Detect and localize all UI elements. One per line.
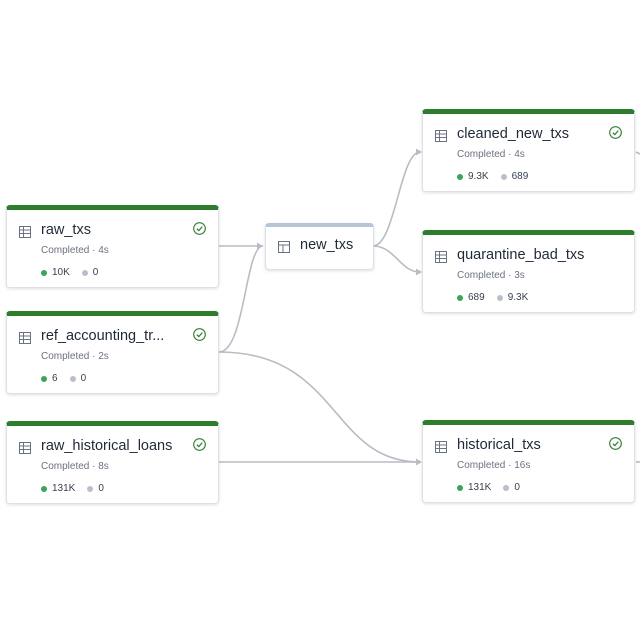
node-stats: 131K 0 <box>41 483 116 494</box>
written-rows-count: 131K <box>52 483 76 494</box>
success-check-icon <box>609 437 622 450</box>
table-icon <box>435 441 447 453</box>
edge-ref-to-new-txs <box>218 245 264 353</box>
node-stats: 689 9.3K <box>457 292 540 303</box>
written-rows-count: 9.3K <box>468 171 489 182</box>
node-stats: 9.3K 689 <box>457 171 540 182</box>
node-title: raw_txs <box>41 222 91 238</box>
written-rows-count: 689 <box>468 292 485 303</box>
success-check-icon <box>609 126 622 139</box>
table-icon <box>435 251 447 263</box>
dropped-rows-dot <box>87 485 94 492</box>
node-title: ref_accounting_tr... <box>41 328 165 344</box>
table-icon <box>19 226 31 238</box>
node-quarantine-bad-txs[interactable]: quarantine_bad_txs Completed · 3s 689 9.… <box>422 230 635 313</box>
arrow-new-txs-in <box>257 242 263 250</box>
node-title: historical_txs <box>457 437 541 453</box>
node-status: Completed · 2s <box>41 351 109 362</box>
node-cleaned-new-txs[interactable]: cleaned_new_txs Completed · 4s 9.3K 689 <box>422 109 635 192</box>
dropped-rows-count: 0 <box>514 482 520 493</box>
edge-new-txs-to-quarantine <box>372 245 421 273</box>
written-rows-count: 6 <box>52 373 58 384</box>
node-ref-accounting[interactable]: ref_accounting_tr... Completed · 2s 6 0 <box>6 311 219 394</box>
node-raw-historical-loans[interactable]: raw_historical_loans Completed · 8s 131K… <box>6 421 219 504</box>
node-title: quarantine_bad_txs <box>457 247 585 263</box>
edge-new-txs-to-cleaned <box>372 151 421 247</box>
written-rows-dot <box>457 294 463 301</box>
table-icon <box>19 442 31 454</box>
edge-ref-to-historical <box>218 351 421 463</box>
dropped-rows-count: 0 <box>92 267 99 278</box>
success-check-icon <box>193 438 206 451</box>
node-status: Completed · 16s <box>457 460 531 471</box>
node-status: Completed · 4s <box>41 245 109 256</box>
table-icon <box>435 130 447 142</box>
dropped-rows-count: 0 <box>98 483 104 494</box>
dropped-rows-dot <box>81 269 88 276</box>
node-raw-txs[interactable]: raw_txs Completed · 4s 10K 0 <box>6 205 219 288</box>
node-new-txs[interactable]: new_txs <box>265 223 374 270</box>
dropped-rows-count: 689 <box>511 171 529 182</box>
success-check-icon <box>193 222 206 235</box>
node-stats: 131K 0 <box>457 482 532 493</box>
written-rows-dot <box>457 484 463 491</box>
node-historical-txs[interactable]: historical_txs Completed · 16s 131K 0 <box>422 420 635 503</box>
dropped-rows-dot <box>496 294 503 301</box>
edge-cleaned-out <box>635 151 640 155</box>
dropped-rows-count: 9.3K <box>507 292 529 303</box>
success-check-icon <box>193 328 206 341</box>
node-stats: 6 0 <box>41 373 98 384</box>
table-icon <box>19 332 31 344</box>
written-rows-dot <box>41 375 47 382</box>
node-status: Completed · 4s <box>457 149 525 160</box>
node-status: Completed · 8s <box>41 461 109 472</box>
dropped-rows-dot <box>503 484 510 491</box>
written-rows-dot <box>41 269 47 276</box>
dropped-rows-dot <box>69 375 76 382</box>
node-title: cleaned_new_txs <box>457 126 570 142</box>
written-rows-dot <box>41 485 47 492</box>
node-stats: 10K 0 <box>41 267 110 278</box>
node-title: new_txs <box>300 237 354 253</box>
dropped-rows-dot <box>500 173 507 180</box>
dropped-rows-count: 0 <box>80 373 87 384</box>
node-title: raw_historical_loans <box>41 438 173 454</box>
written-rows-dot <box>457 173 463 180</box>
view-icon <box>278 241 290 253</box>
written-rows-count: 10K <box>52 267 70 278</box>
written-rows-count: 131K <box>468 482 492 493</box>
node-status: Completed · 3s <box>457 270 525 281</box>
